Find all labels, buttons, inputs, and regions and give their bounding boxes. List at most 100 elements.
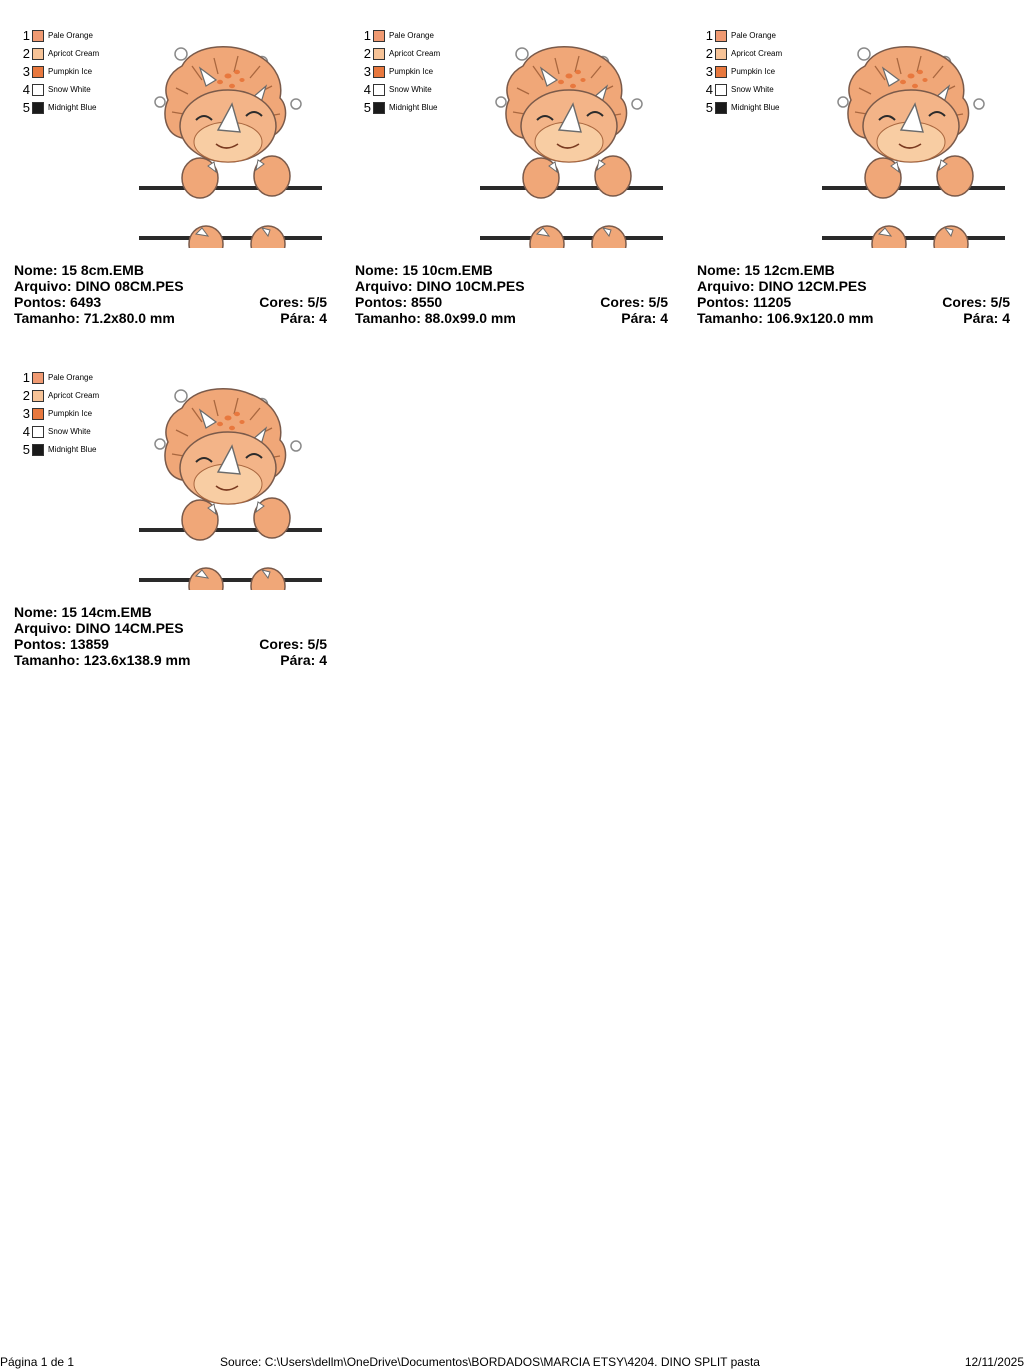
legend-color-name: Midnight Blue (48, 445, 97, 454)
legend-row-3: 3 Pumpkin Ice (20, 64, 92, 80)
design-info: Nome: 15 10cm.EMB Arquivo: DINO 10CM.PES… (355, 262, 668, 326)
legend-color-name: Pumpkin Ice (731, 67, 776, 76)
nome-label: Nome: (355, 262, 399, 278)
legend-number: 1 (363, 28, 371, 43)
tamanho-value: 71.2x80.0 mm (83, 310, 175, 326)
info-nome: Nome: 15 10cm.EMB (355, 262, 668, 278)
para-value: 4 (319, 310, 327, 326)
legend-row-2: 2 Apricot Cream (703, 46, 782, 62)
legend-number: 2 (22, 46, 30, 61)
legend-color-name: Apricot Cream (731, 49, 783, 58)
info-cores: Cores: 5/5 (600, 294, 668, 310)
info-tamanho: Tamanho: 71.2x80.0 mm Pára: 4 (14, 310, 327, 326)
legend-number: 3 (363, 64, 371, 79)
tamanho-label: Tamanho: (355, 310, 421, 326)
cores-label: Cores: (259, 294, 304, 310)
arquivo-label: Arquivo: (355, 278, 413, 294)
color-swatch (32, 444, 44, 456)
cores-label: Cores: (942, 294, 987, 310)
color-swatch (32, 390, 44, 402)
legend-number: 3 (705, 64, 713, 79)
cores-label: Cores: (259, 636, 304, 652)
legend-number: 5 (363, 100, 371, 115)
color-swatch (32, 30, 44, 42)
legend-color-name: Pale Orange (48, 373, 93, 382)
para-value: 4 (319, 652, 327, 668)
legend-row-3: 3 Pumpkin Ice (703, 64, 775, 80)
dino-embroidery-preview (821, 45, 1005, 248)
design-info: Nome: 15 12cm.EMB Arquivo: DINO 12CM.PES… (697, 262, 1010, 326)
para-label: Pára: (280, 652, 316, 668)
para-label: Pára: (621, 310, 657, 326)
color-swatch (715, 102, 727, 114)
para-value: 4 (1002, 310, 1010, 326)
pontos-value: 11205 (753, 294, 792, 310)
legend-number: 5 (705, 100, 713, 115)
cores-value: 5/5 (307, 636, 327, 652)
legend-row-1: 1 Pale Orange (20, 28, 93, 44)
nome-value: 15 8cm.EMB (61, 262, 144, 278)
color-swatch (32, 102, 44, 114)
color-swatch (373, 30, 385, 42)
pontos-label: Pontos: (355, 294, 408, 310)
tamanho-label: Tamanho: (697, 310, 763, 326)
legend-row-3: 3 Pumpkin Ice (20, 406, 92, 422)
arquivo-value: DINO 12CM.PES (758, 278, 867, 294)
pontos-value: 6493 (70, 294, 102, 310)
legend-number: 2 (22, 388, 30, 403)
legend-number: 2 (363, 46, 371, 61)
pontos-label: Pontos: (14, 636, 67, 652)
arquivo-label: Arquivo: (14, 620, 72, 636)
info-arquivo: Arquivo: DINO 08CM.PES (14, 278, 327, 294)
cores-value: 5/5 (307, 294, 327, 310)
dino-embroidery-preview (138, 45, 322, 248)
color-swatch (715, 30, 727, 42)
color-swatch (715, 66, 727, 78)
legend-color-name: Pale Orange (48, 31, 93, 40)
legend-row-5: 5 Midnight Blue (703, 100, 780, 116)
legend-color-name: Midnight Blue (48, 103, 97, 112)
legend-number: 5 (22, 100, 30, 115)
info-para: Pára: 4 (280, 310, 327, 326)
legend-color-name: Snow White (389, 85, 432, 94)
color-swatch (715, 84, 727, 96)
nome-label: Nome: (697, 262, 741, 278)
tamanho-value: 106.9x120.0 mm (766, 310, 874, 326)
legend-number: 3 (22, 64, 30, 79)
cores-label: Cores: (600, 294, 645, 310)
color-swatch (373, 48, 385, 60)
legend-color-name: Pumpkin Ice (48, 67, 93, 76)
info-cores: Cores: 5/5 (942, 294, 1010, 310)
legend-color-name: Apricot Cream (48, 391, 100, 400)
info-nome: Nome: 15 14cm.EMB (14, 604, 327, 620)
arquivo-label: Arquivo: (14, 278, 72, 294)
info-para: Pára: 4 (963, 310, 1010, 326)
color-swatch (32, 66, 44, 78)
legend-number: 1 (22, 28, 30, 43)
legend-color-name: Midnight Blue (731, 103, 780, 112)
dino-embroidery-preview (138, 387, 322, 590)
nome-value: 15 14cm.EMB (61, 604, 152, 620)
info-cores: Cores: 5/5 (259, 294, 327, 310)
cores-value: 5/5 (990, 294, 1010, 310)
color-swatch (373, 66, 385, 78)
info-para: Pára: 4 (621, 310, 668, 326)
legend-color-name: Pumpkin Ice (48, 409, 93, 418)
tamanho-label: Tamanho: (14, 310, 80, 326)
legend-number: 2 (705, 46, 713, 61)
legend-number: 3 (22, 406, 30, 421)
para-label: Pára: (963, 310, 999, 326)
